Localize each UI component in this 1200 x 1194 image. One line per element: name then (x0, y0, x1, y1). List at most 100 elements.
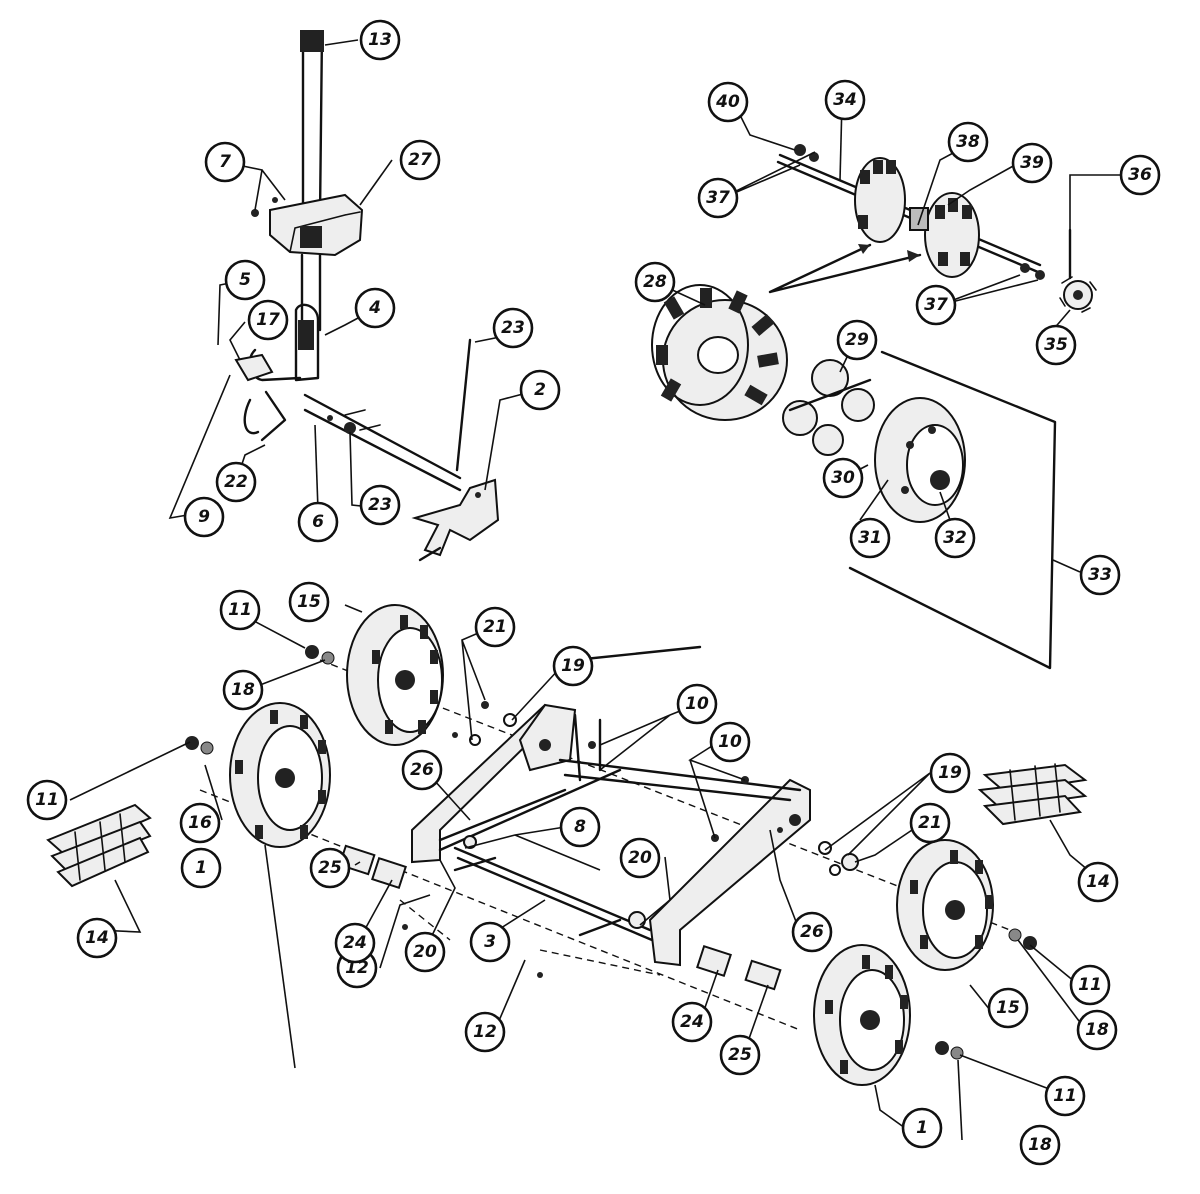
rod-23 (455, 338, 472, 472)
svg-text:28: 28 (643, 272, 667, 292)
tread-14-left (46, 803, 152, 888)
callout-4: 4 (354, 287, 396, 329)
frame-arm-right (648, 778, 811, 967)
callout-33: 33 (1079, 554, 1121, 596)
axle-assembly (46, 604, 1088, 1086)
gear-assembly (651, 144, 1097, 670)
axle-shaft-3 (453, 846, 654, 942)
callout-39: 39 (1011, 142, 1053, 184)
callout-23-a: 23 (492, 307, 534, 349)
svg-text:29: 29 (845, 330, 869, 350)
callout-20-b: 20 (619, 837, 661, 879)
callout-21-b: 21 (909, 802, 951, 844)
linkage-rod (303, 393, 462, 492)
svg-text:34: 34 (833, 90, 857, 110)
bracket-slot (300, 226, 322, 248)
svg-text:37: 37 (924, 295, 948, 315)
svg-text:19: 19 (938, 763, 962, 783)
svg-text:37: 37 (706, 188, 730, 208)
callout-26-right: 26 (791, 911, 833, 953)
handle-rod-lower (300, 253, 322, 332)
callout-19-a: 19 (552, 645, 594, 687)
handle-rod (301, 30, 324, 217)
callout-20-a: 20 (404, 931, 446, 973)
svg-text:1: 1 (195, 858, 207, 878)
callout-18-b: 18 (1076, 1009, 1118, 1051)
callout-26-left: 26 (401, 749, 443, 791)
callout-24-left: 24 (334, 922, 376, 964)
svg-text:21: 21 (918, 813, 942, 833)
callout-35: 35 (1035, 324, 1077, 366)
svg-text:11: 11 (228, 600, 252, 620)
svg-text:33: 33 (1088, 565, 1112, 585)
svg-text:26: 26 (800, 922, 824, 942)
svg-text:24: 24 (680, 1012, 704, 1032)
callout-17: 17 (247, 299, 289, 341)
callout-24-right: 24 (671, 1001, 713, 1043)
svg-text:36: 36 (1128, 165, 1152, 185)
svg-text:19: 19 (561, 656, 585, 676)
svg-text:14: 14 (85, 928, 109, 948)
callout-11-a: 11 (26, 779, 68, 821)
svg-text:21: 21 (483, 617, 507, 637)
callout-30: 30 (822, 457, 864, 499)
svg-text:8: 8 (574, 817, 586, 837)
svg-text:18: 18 (1085, 1020, 1109, 1040)
callout-36: 36 (1119, 154, 1161, 196)
callout-9: 9 (183, 496, 225, 538)
svg-text:12: 12 (473, 1022, 497, 1042)
frame-33 (848, 350, 1057, 670)
callout-32: 32 (934, 517, 976, 559)
svg-text:22: 22 (224, 472, 248, 492)
svg-text:10: 10 (685, 694, 709, 714)
svg-text:18: 18 (1028, 1135, 1052, 1155)
callout-25-right: 25 (719, 1034, 761, 1076)
svg-text:16: 16 (188, 813, 212, 833)
svg-text:38: 38 (956, 132, 980, 152)
svg-text:11: 11 (35, 790, 59, 810)
axle-extension (573, 645, 702, 662)
svg-text:23: 23 (368, 495, 392, 515)
svg-text:32: 32 (943, 528, 967, 548)
callout-13: 13 (359, 19, 401, 61)
callout-11-d: 11 (1044, 1075, 1086, 1117)
pivot-block (234, 353, 274, 382)
svg-text:31: 31 (858, 528, 882, 548)
callout-12-b: 12 (464, 1011, 506, 1053)
svg-text:9: 9 (198, 507, 210, 527)
svg-text:15: 15 (996, 998, 1020, 1018)
callout-37-left: 37 (697, 177, 739, 219)
callout-14-right: 14 (1077, 861, 1119, 903)
callout-19-b: 19 (929, 752, 971, 794)
callout-40: 40 (707, 81, 749, 123)
svg-text:35: 35 (1044, 335, 1068, 355)
svg-text:10: 10 (718, 732, 742, 752)
svg-text:4: 4 (368, 298, 381, 318)
handle-grip (300, 30, 324, 52)
svg-text:40: 40 (715, 92, 740, 112)
svg-text:14: 14 (1086, 872, 1110, 892)
callout-7: 7 (204, 141, 246, 183)
svg-text:17: 17 (256, 310, 280, 330)
callout-31: 31 (849, 517, 891, 559)
tread-14-right (977, 763, 1088, 826)
callouts: 1 1 2 3 4 5 6 7 8 9 10 10 11 11 11 11 12… (26, 19, 1161, 1166)
svg-text:24: 24 (343, 933, 367, 953)
callout-1-left: 1 (180, 847, 222, 889)
callout-22: 22 (215, 461, 257, 503)
callout-2: 2 (519, 369, 561, 411)
callout-11-b: 11 (219, 589, 261, 631)
callout-5: 5 (224, 259, 266, 301)
callout-34: 34 (824, 79, 866, 121)
callout-11-c: 11 (1069, 964, 1111, 1006)
shift-yoke (411, 478, 500, 557)
svg-text:25: 25 (728, 1045, 752, 1065)
callout-37-right: 37 (915, 284, 957, 326)
callout-8: 8 (559, 806, 601, 848)
handle-lever-assembly (234, 30, 500, 562)
callout-38: 38 (947, 121, 989, 163)
svg-text:20: 20 (413, 942, 437, 962)
bolt-7 (251, 209, 259, 217)
callout-10-a: 10 (676, 683, 718, 725)
